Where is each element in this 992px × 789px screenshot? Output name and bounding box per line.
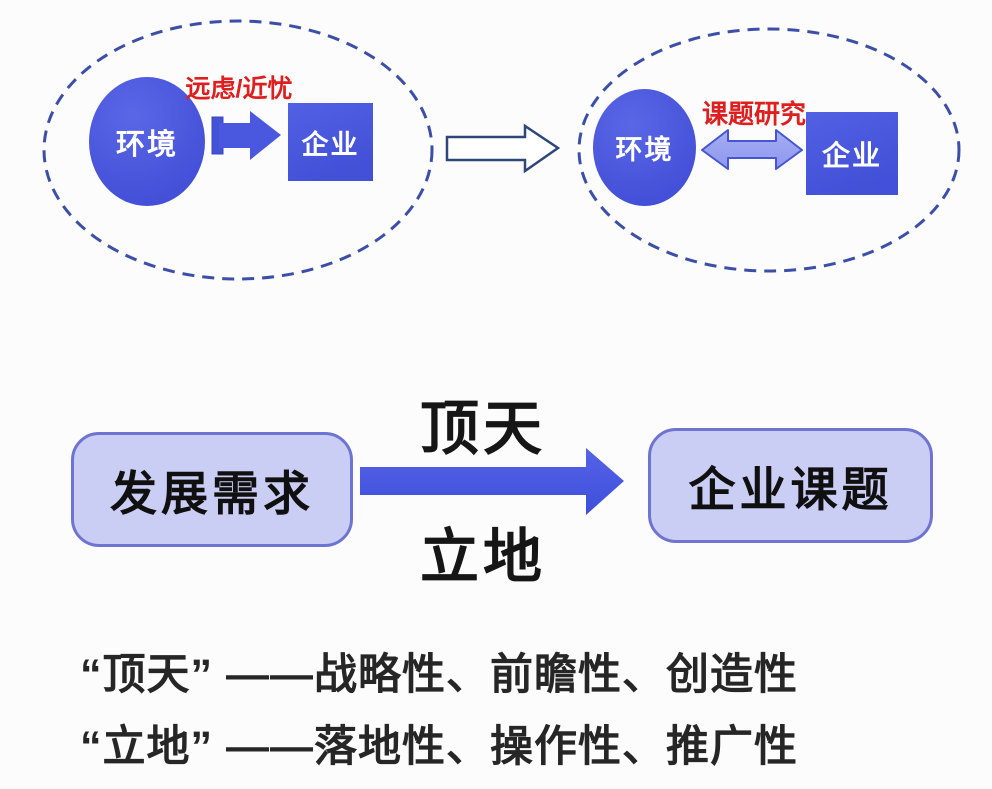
enterprise-topic-label: 企业课题 — [688, 463, 893, 516]
enterprise-square-left: 企业 — [288, 103, 373, 181]
enterprise-label-right: 企业 — [821, 139, 882, 171]
block-arrow-tail-bevel — [211, 116, 224, 155]
development-needs-box: 发展需求 — [71, 432, 353, 547]
double-headed-arrow-icon — [701, 129, 803, 170]
enterprise-topic-box: 企业课题 — [648, 428, 933, 543]
development-needs-label: 发展需求 — [110, 467, 314, 520]
environment-label-left: 环境 — [115, 128, 178, 161]
arrow-label-bottom: 立地 — [419, 524, 546, 590]
solid-block-arrow-icon — [219, 111, 281, 160]
environment-circle-right: 环境 — [593, 89, 696, 206]
environment-circle-left: 环境 — [89, 77, 205, 206]
note-line-topsky: “顶天” ——战略性、前瞻性、创造性 — [80, 651, 798, 699]
arrow-label-top: 顶天 — [419, 396, 546, 462]
hollow-transition-arrow-icon — [445, 123, 561, 174]
relation-label-right: 课题研究 — [701, 99, 806, 129]
enterprise-label-left: 企业 — [301, 129, 360, 160]
note-line-ground: “立地” ——落地性、操作性、推广性 — [80, 723, 798, 771]
enterprise-square-right: 企业 — [806, 112, 898, 195]
environment-label-right: 环境 — [615, 135, 674, 165]
relation-label-left: 远虑/近忧 — [185, 75, 293, 103]
